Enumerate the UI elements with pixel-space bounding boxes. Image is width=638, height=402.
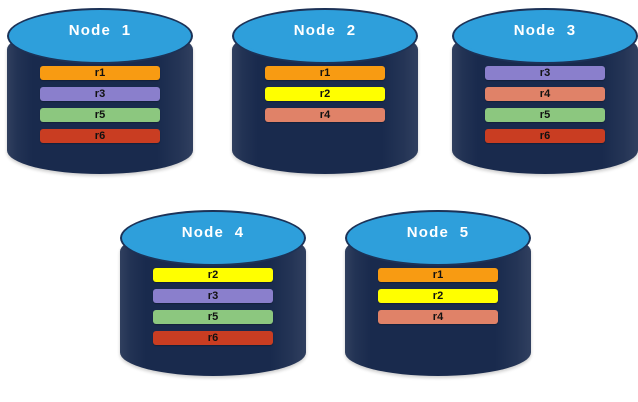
replica-bar[interactable]: r1	[40, 66, 160, 80]
replica-bar[interactable]: r3	[40, 87, 160, 101]
replica-bar[interactable]: r6	[40, 129, 160, 143]
node-label: Node 4	[181, 224, 245, 241]
replica-list: r1 r2 r4	[378, 268, 498, 324]
cylinder-top-fill	[12, 13, 188, 59]
replica-bar[interactable]: r5	[40, 108, 160, 122]
replica-list: r3 r4 r5 r6	[485, 66, 605, 143]
node-label: Node 5	[406, 224, 470, 241]
cylinder-top-fill	[350, 215, 526, 261]
cylinder-top-fill	[237, 13, 413, 59]
replica-list: r2 r3 r5 r6	[153, 268, 273, 345]
node-1[interactable]: Node 1 r1 r3 r5 r6	[7, 8, 193, 188]
cylinder-top-ellipse	[7, 8, 193, 64]
node-label: Node 1	[68, 22, 132, 39]
replica-bar[interactable]: r5	[485, 108, 605, 122]
replica-list: r1 r3 r5 r6	[40, 66, 160, 143]
node-2[interactable]: Node 2 r1 r2 r4	[232, 8, 418, 188]
replica-bar[interactable]: r4	[485, 87, 605, 101]
replica-bar[interactable]: r1	[378, 268, 498, 282]
replica-bar[interactable]: r6	[485, 129, 605, 143]
replica-bar[interactable]: r2	[153, 268, 273, 282]
node-3[interactable]: Node 3 r3 r4 r5 r6	[452, 8, 638, 188]
node-label: Node 3	[513, 22, 577, 39]
node-label: Node 2	[293, 22, 357, 39]
cylinder-top-fill	[125, 215, 301, 261]
cylinder-top-ellipse	[345, 210, 531, 266]
replica-bar[interactable]: r4	[378, 310, 498, 324]
cylinder-top-ellipse	[452, 8, 638, 64]
cylinder-top-ellipse	[120, 210, 306, 266]
replica-bar[interactable]: r5	[153, 310, 273, 324]
replica-bar[interactable]: r3	[485, 66, 605, 80]
replica-bar[interactable]: r1	[265, 66, 385, 80]
replica-bar[interactable]: r2	[378, 289, 498, 303]
node-5[interactable]: Node 5 r1 r2 r4	[345, 210, 531, 390]
replica-bar[interactable]: r2	[265, 87, 385, 101]
replica-bar[interactable]: r3	[153, 289, 273, 303]
replica-bar[interactable]: r4	[265, 108, 385, 122]
replica-list: r1 r2 r4	[265, 66, 385, 122]
replica-bar[interactable]: r6	[153, 331, 273, 345]
cylinder-top-ellipse	[232, 8, 418, 64]
node-4[interactable]: Node 4 r2 r3 r5 r6	[120, 210, 306, 390]
cylinder-top-fill	[457, 13, 633, 59]
